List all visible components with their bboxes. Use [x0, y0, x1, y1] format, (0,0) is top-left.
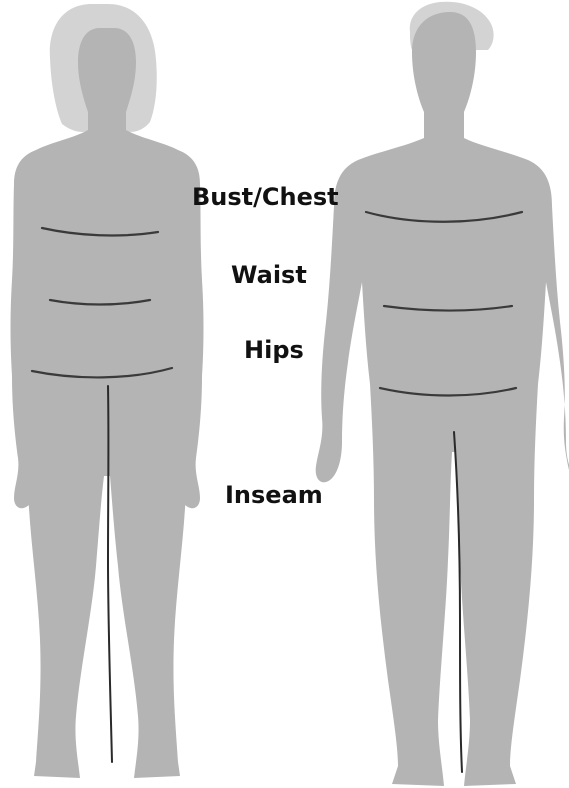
label-inseam: Inseam [225, 481, 323, 509]
female-body [11, 28, 204, 778]
label-hips: Hips [244, 336, 304, 364]
male-figure [316, 2, 569, 786]
female-figure [11, 4, 204, 778]
label-waist: Waist [231, 261, 307, 289]
label-bust-chest: Bust/Chest [192, 183, 339, 211]
male-body [316, 12, 569, 786]
